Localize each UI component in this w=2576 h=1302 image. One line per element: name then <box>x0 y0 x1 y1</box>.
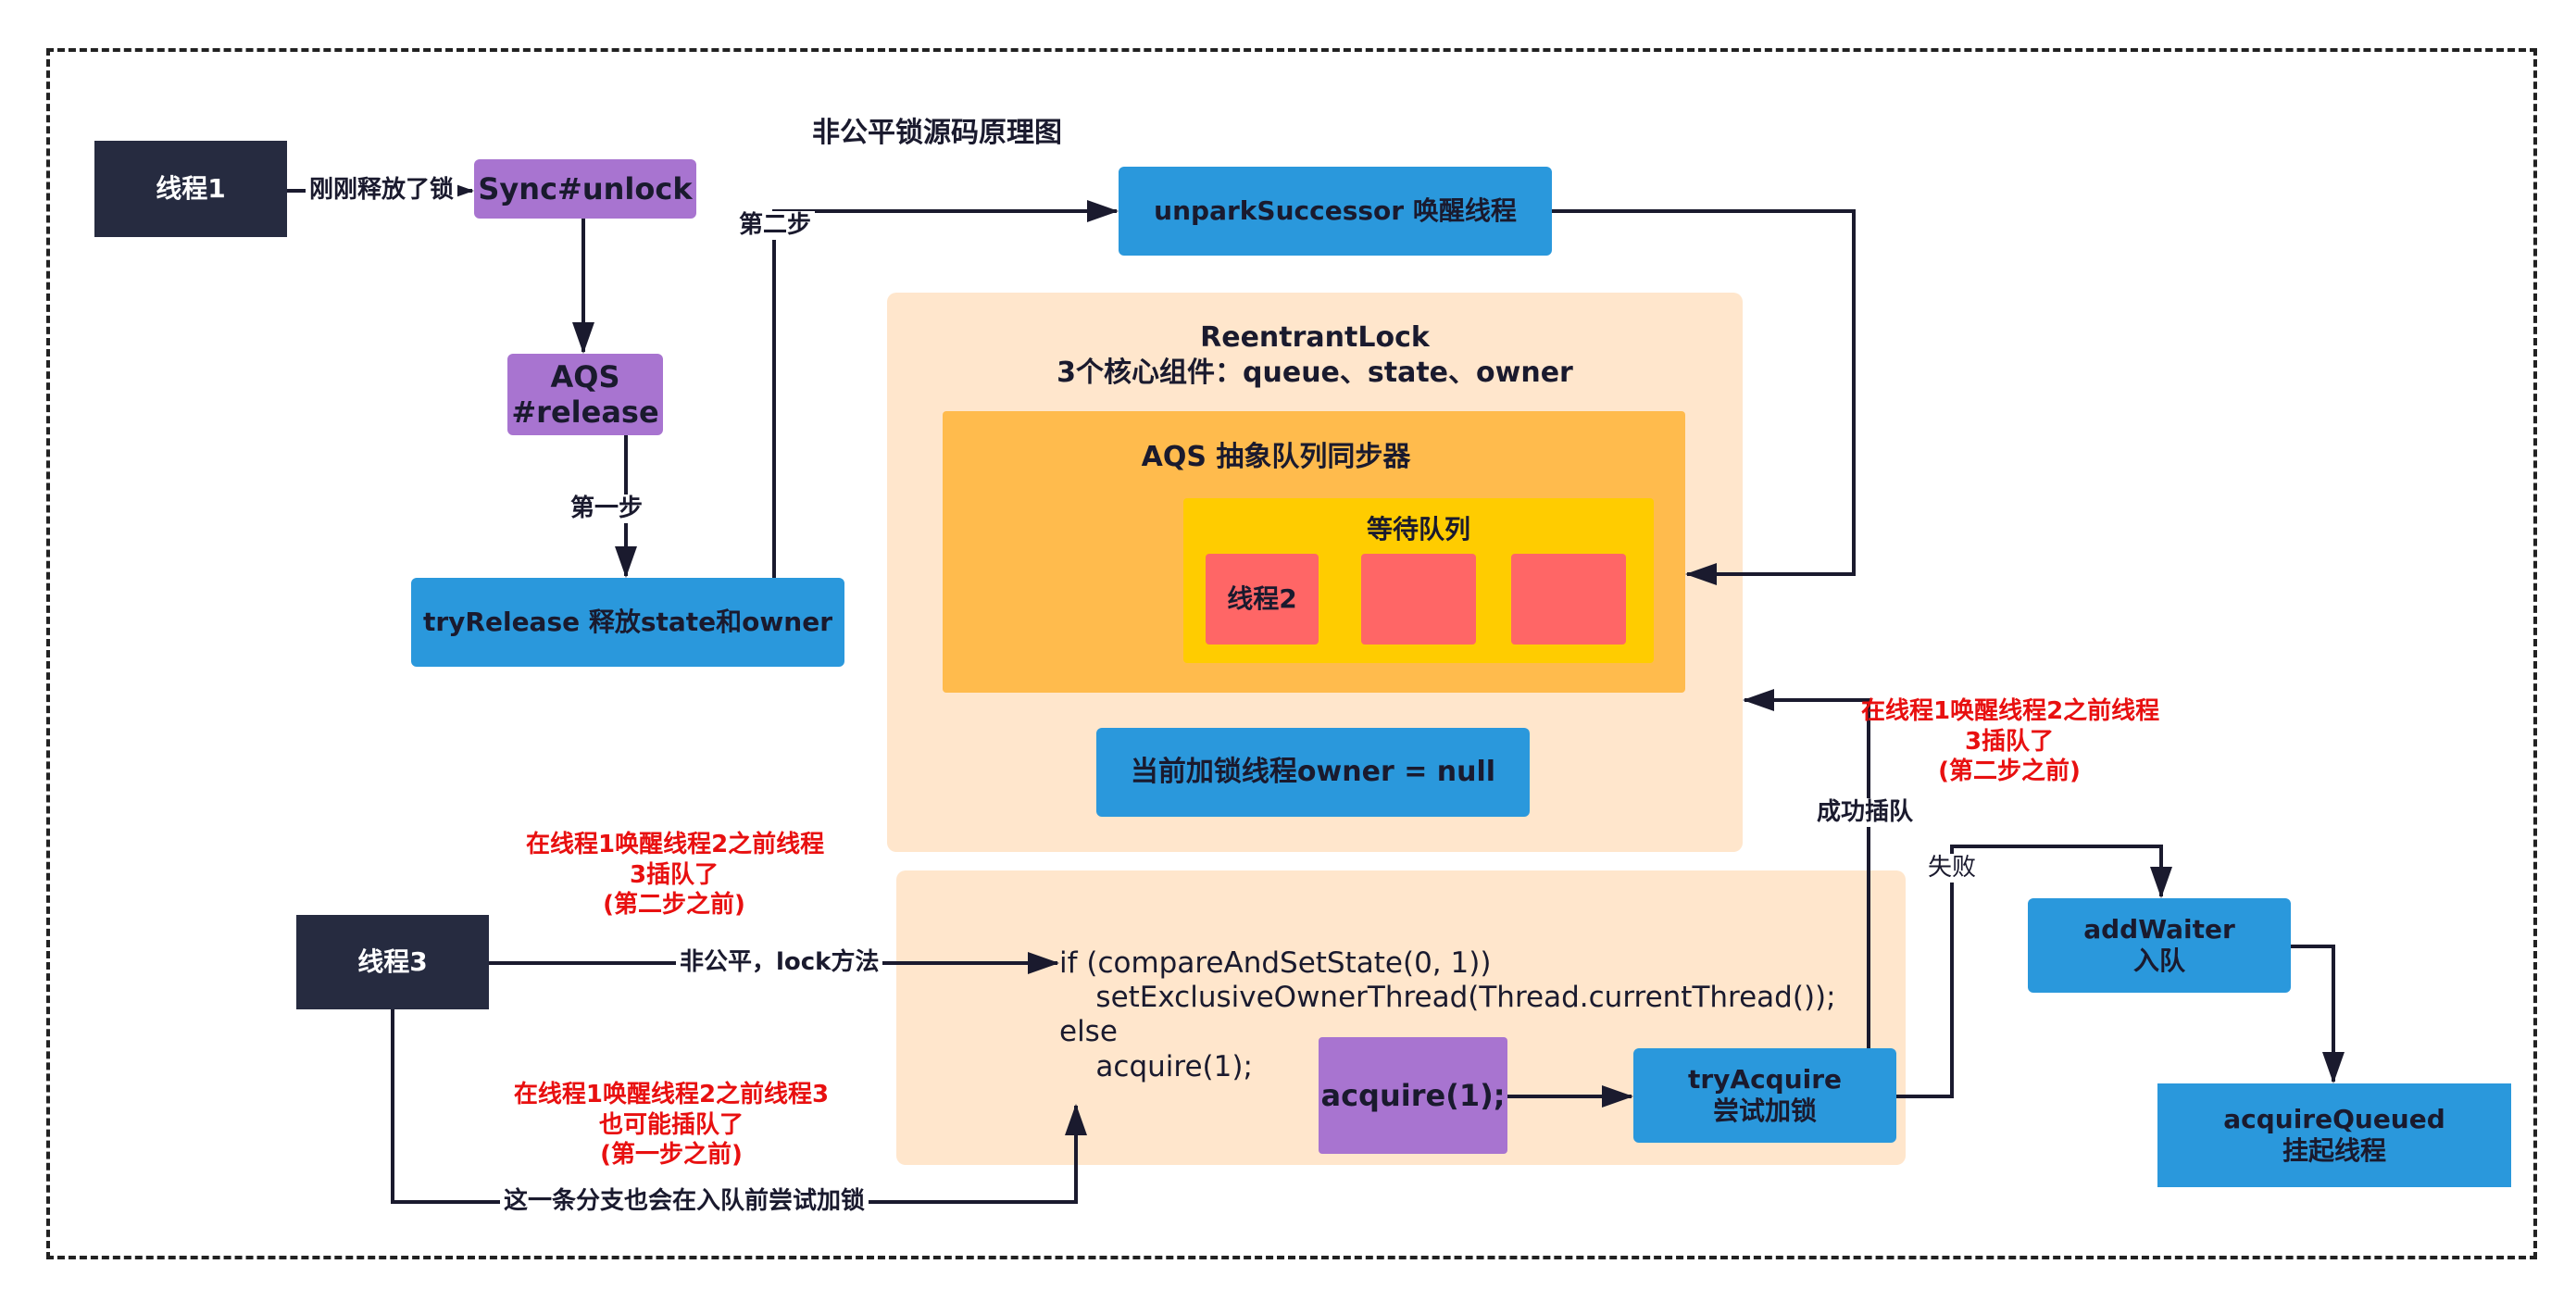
red-note-line: (第二步之前) <box>603 891 745 919</box>
try-acquire-line2: 尝试加锁 <box>1712 1095 1817 1126</box>
red-note-left-bottom: 在线程1唤醒线程2之前线程3 也可能插队了 (第一步之前) <box>509 1080 833 1171</box>
reentrantlock-title: ReentrantLock 3个核心组件：queue、state、owner <box>887 320 1743 390</box>
code-block: if (compareAndSetState(0, 1)) setExclusi… <box>1059 946 1836 1084</box>
arrow-success-insert <box>1743 689 1870 1048</box>
add-waiter-box: addWaiter 入队 <box>2028 898 2291 993</box>
label-fail: 失败 <box>1924 854 1981 883</box>
red-note-line: 3插队了 <box>1964 727 2055 756</box>
red-note-line: 在线程1唤醒线程2之前线程 <box>526 831 825 858</box>
label-step1: 第一步 <box>567 495 647 524</box>
arrow-addwaiter-to-acquirequeued <box>2291 945 2345 1083</box>
arrow-fail-to-addwaiter <box>1896 845 2172 1098</box>
add-waiter-line1: addWaiter <box>2083 914 2235 945</box>
aqs-title: AQS 抽象队列同步器 <box>1141 441 1411 473</box>
unpark-successor-box: unparkSuccessor 唤醒线程 <box>1119 167 1552 256</box>
red-note-line: 也可能插队了 <box>598 1110 744 1139</box>
try-acquire-box: tryAcquire 尝试加锁 <box>1633 1048 1896 1143</box>
sync-unlock-box: Sync#unlock <box>474 159 696 219</box>
dashed-border <box>46 48 2537 1259</box>
red-note-right: 在线程1唤醒线程2之前线程 3插队了 (第二步之前) <box>1861 696 2160 787</box>
reentrantlock-subtitle: 3个核心组件：queue、state、owner <box>1057 356 1573 389</box>
label-just-released: 刚刚释放了锁 <box>306 176 458 206</box>
red-note-left-top: 在线程1唤醒线程2之前线程 3插队了 (第二步之前) <box>526 830 825 920</box>
owner-box: 当前加锁线程owner = null <box>1096 728 1530 817</box>
diagram-title: 非公平锁源码原理图 <box>812 117 1062 149</box>
red-note-line: 在线程1唤醒线程2之前线程 <box>1861 697 2160 725</box>
acquire-queued-line2: 挂起线程 <box>2282 1135 2386 1166</box>
red-note-line: (第一步之前) <box>600 1141 743 1169</box>
red-note-line: 在线程1唤醒线程2之前线程3 <box>513 1081 830 1108</box>
label-branch-try: 这一条分支也会在入队前尝试加锁 <box>500 1187 869 1217</box>
add-waiter-line2: 入队 <box>2132 945 2185 976</box>
thread3-box: 线程3 <box>296 915 489 1009</box>
aqs-release-line2: #release <box>511 394 659 430</box>
red-note-line: (第二步之前) <box>1938 757 2081 785</box>
thread1-box: 线程1 <box>94 141 287 237</box>
arrow-tryrelease-to-unpark <box>772 200 1119 578</box>
code-line: acquire(1); <box>1059 1049 1253 1083</box>
acquire-queued-line1: acquireQueued <box>2223 1104 2445 1135</box>
queue-node-thread2: 线程2 <box>1206 554 1319 645</box>
label-nonfair: 非公平，lock方法 <box>676 948 883 978</box>
queue-node-empty-1 <box>1361 554 1476 645</box>
label-success-insert: 成功插队 <box>1813 798 1918 828</box>
reentrantlock-name: ReentrantLock <box>1200 321 1430 354</box>
red-note-line: 3插队了 <box>629 860 719 889</box>
queue-node-empty-2 <box>1511 554 1626 645</box>
label-step2: 第二步 <box>735 211 816 241</box>
code-line: if (compareAndSetState(0, 1)) <box>1059 946 1492 980</box>
aqs-release-box: AQS #release <box>507 354 663 435</box>
acquire-queued-box: acquireQueued 挂起线程 <box>2157 1083 2511 1187</box>
try-acquire-line1: tryAcquire <box>1687 1064 1843 1095</box>
acquire-box: acquire(1); <box>1319 1037 1507 1154</box>
wait-queue-title: 等待队列 <box>1366 514 1470 545</box>
aqs-release-line1: AQS <box>550 358 620 394</box>
code-line: else <box>1059 1015 1118 1049</box>
try-release-box: tryRelease 释放state和owner <box>411 578 844 667</box>
code-line: setExclusiveOwnerThread(Thread.currentTh… <box>1059 981 1836 1015</box>
arrow-unpark-to-aqs <box>1552 209 1856 585</box>
